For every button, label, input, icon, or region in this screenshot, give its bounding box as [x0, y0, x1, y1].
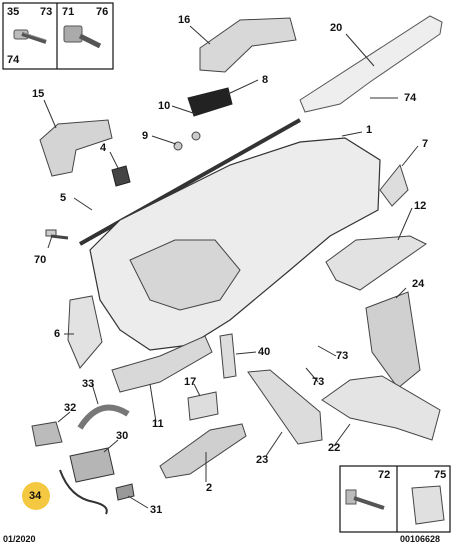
callout-15: 15: [32, 88, 45, 100]
callout-32: 32: [64, 402, 77, 414]
callout-20: 20: [330, 22, 343, 34]
callout-73: 73: [40, 6, 53, 18]
footer-reference: 00106628: [400, 534, 441, 544]
callout-74: 74: [7, 54, 20, 66]
part-15-air-duct: [39, 119, 113, 177]
callout-17: 17: [184, 376, 197, 388]
dashboard-inner-structure: [129, 239, 241, 311]
callout-11: 11: [152, 418, 164, 430]
callout-16: 16: [178, 14, 191, 26]
part-6-side-panel: [67, 295, 103, 369]
part-12-panel: [325, 235, 427, 291]
callout-12: 12: [414, 200, 427, 212]
callout-1: 1: [366, 124, 373, 136]
callout-72: 72: [378, 469, 391, 481]
callout-30: 30: [116, 430, 129, 442]
part-33-hose: [77, 404, 130, 430]
callout-4: 4: [100, 142, 107, 154]
highlight-circle-34: [22, 482, 50, 510]
callout-35: 35: [7, 6, 20, 18]
part-34-wiring: [59, 469, 108, 515]
callout-24: 24: [412, 278, 425, 290]
part-23-panel: [247, 369, 323, 445]
callout-76: 76: [96, 6, 109, 18]
callout-22: 22: [328, 442, 341, 454]
callout-5: 5: [60, 192, 67, 204]
part-11-bracket: [111, 335, 213, 393]
callout-23: 23: [256, 454, 269, 466]
callout-31: 31: [150, 504, 163, 516]
callout-9: 9: [142, 130, 149, 142]
callout-8: 8: [262, 74, 269, 86]
callout-2: 2: [206, 482, 213, 494]
part-9-clip: [173, 141, 183, 151]
part-31-connector: [115, 483, 135, 501]
fastener-box-top-left: [2, 2, 114, 70]
part-16-air-duct: [199, 17, 297, 73]
clip-icon-75: [411, 485, 445, 525]
callout-7: 7: [422, 138, 429, 150]
part-24-panel: [365, 291, 421, 389]
callout-71: 71: [62, 6, 75, 18]
part-7-bracket: [379, 163, 409, 207]
callout-73-lower: 73: [312, 376, 325, 388]
screw-icon-72: [345, 489, 385, 510]
part-20-trim: [299, 15, 443, 113]
part-30-module: [69, 447, 115, 483]
leader-lines: [43, 25, 419, 509]
fastener-box-bottom-right: [339, 465, 451, 533]
part-10-clip: [191, 131, 201, 141]
part-8-vent: [187, 87, 233, 117]
callout-70: 70: [34, 254, 47, 266]
callout-74-right: 74: [404, 92, 417, 104]
callout-40: 40: [258, 346, 271, 358]
part-1-dashboard: [89, 137, 381, 351]
part-70-screw: [45, 229, 69, 240]
callout-10: 10: [158, 100, 171, 112]
callout-6: 6: [54, 328, 61, 340]
part-4-clip: [111, 165, 131, 187]
part-40-strip: [219, 333, 237, 379]
part-2-lower-trim: [159, 423, 247, 479]
part-17-bracket: [187, 391, 219, 421]
footer-date: 01/2020: [3, 534, 36, 544]
callout-75: 75: [434, 469, 447, 481]
bolt-icon-71-76: [63, 25, 102, 49]
screw-icon-35-73: [13, 29, 47, 44]
part-22-frame: [321, 375, 441, 441]
callout-34: 34: [29, 490, 42, 502]
callout-73-mid: 73: [336, 350, 349, 362]
callout-33: 33: [82, 378, 95, 390]
part-32-box: [31, 421, 63, 447]
